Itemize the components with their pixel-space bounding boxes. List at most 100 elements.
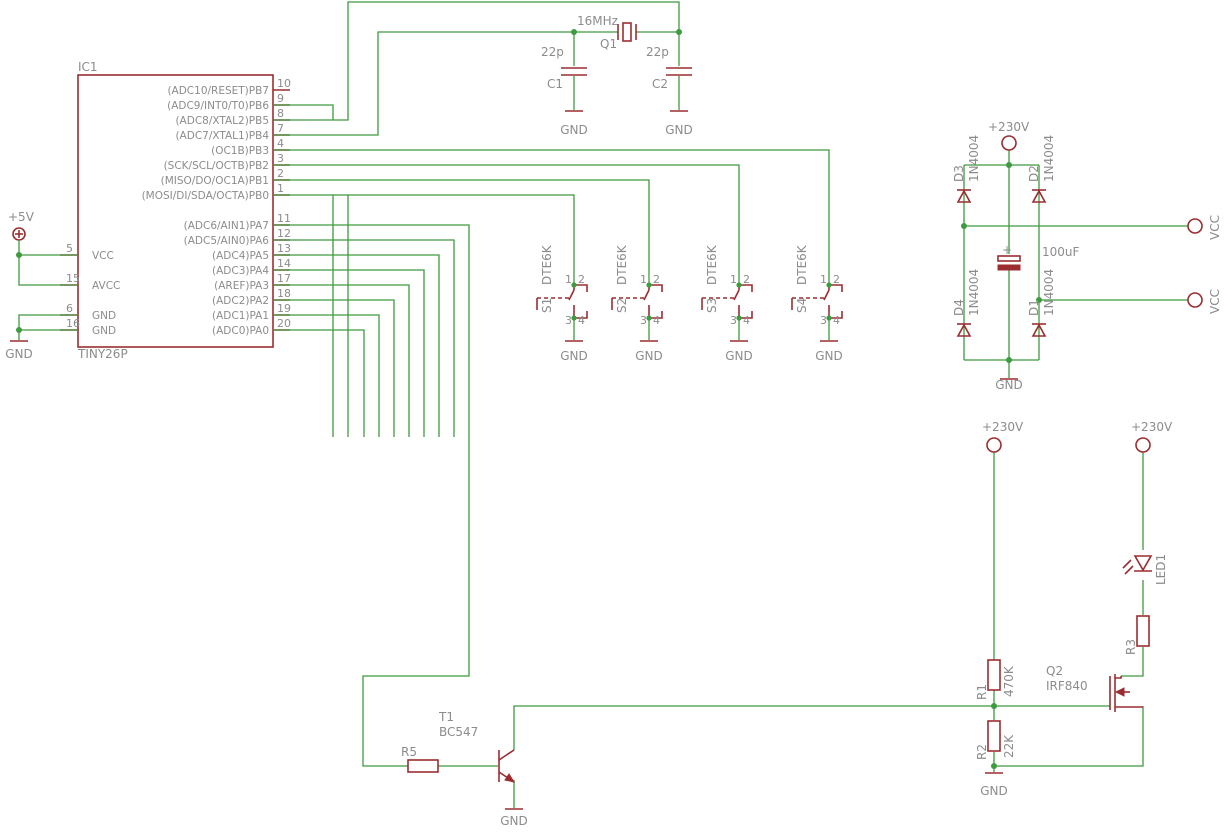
wire-xtal1 [273, 31, 618, 136]
gnd-symbol: GND [725, 340, 753, 363]
resistor-r2[interactable]: R2 22K [975, 720, 1016, 760]
wire-pb1-s2 [273, 179, 650, 285]
wire-pa0 [273, 329, 365, 437]
gnd-label: GND [980, 784, 1008, 798]
ic-pin-function: (ADC7/XTAL1)PB4 [175, 130, 269, 142]
junction [571, 282, 577, 288]
junction [991, 763, 997, 769]
gnd-symbol: GND [665, 110, 693, 137]
resistor-r1[interactable]: R1 470K [975, 659, 1016, 700]
switch-pin-number: 2 [833, 273, 840, 286]
ic-pin-function: (ADC8/XTAL2)PB5 [175, 115, 269, 127]
gnd-label: GND [995, 378, 1023, 392]
emitter-arrow [504, 773, 516, 783]
switch-pin-number: 2 [653, 273, 660, 286]
switch-pin-1-2 [739, 284, 753, 292]
gnd-symbol: GND [815, 340, 843, 363]
r1-value: 470K [1002, 665, 1016, 697]
ic-pin-function: (ADC0)PA0 [212, 325, 269, 337]
ic-pin-number: 20 [277, 317, 291, 330]
supply-symbol [986, 437, 1002, 453]
switch-pin-3-4 [649, 311, 663, 319]
diode-name: D3 [952, 165, 966, 182]
r2-value: 22K [1002, 734, 1016, 758]
ic-tiny26[interactable]: IC1 TINY26P 10(ADC10/RESET)PB79(ADC9/INT… [60, 60, 291, 361]
gnd-label: GND [725, 349, 753, 363]
diode-name: D2 [1027, 165, 1041, 182]
resistor-r5[interactable]: R5 [401, 745, 439, 773]
ic-pin-number: 8 [277, 107, 284, 120]
ic-pin-number: 3 [277, 152, 284, 165]
supply-symbol [1001, 135, 1017, 151]
switch-wiring [273, 149, 830, 285]
diode-value: 1N4004 [967, 269, 981, 316]
gnd-label: GND [5, 347, 33, 361]
mosfet-q2[interactable]: Q2 IRF840 [1046, 664, 1143, 712]
ic-pin-function: (MOSI/DI/SDA/OCTA)PB0 [142, 190, 269, 202]
vcc-connectors: VCC VCC [1187, 215, 1222, 314]
diode-value: 1N4004 [1042, 135, 1056, 182]
switch-pin-number: 1 [730, 273, 737, 286]
crystal-body [622, 22, 632, 42]
junction [16, 327, 22, 333]
supply-230v-label: +230V [988, 120, 1030, 134]
switch-pin-1-2 [829, 284, 843, 292]
ic-pin-number: 19 [277, 302, 291, 315]
output-wiring [438, 452, 1144, 808]
ic-pin-number: 11 [277, 212, 291, 225]
supply-230v-r1: +230V [982, 420, 1024, 453]
switch-name: S3 [705, 298, 719, 313]
switch-pin-number: 4 [653, 314, 660, 327]
capacitor-c2[interactable]: 22p C2 [646, 45, 692, 91]
ic-pin-function: (ADC4)PA5 [212, 250, 269, 262]
gnd-symbol: GND [635, 340, 663, 363]
resistor-r3[interactable]: R3 [1124, 615, 1150, 655]
crystal-q1[interactable]: 16MHz Q1 [577, 14, 637, 51]
led-triangle [1133, 555, 1153, 572]
diode-value: 1N4004 [967, 135, 981, 182]
c2-value: 22p [646, 45, 669, 59]
t1-value: BC547 [439, 725, 478, 739]
q2-name: Q2 [1046, 664, 1063, 678]
gnd-symbol: GND [5, 340, 33, 361]
ic-pin-number: 10 [277, 77, 291, 90]
cap-100uf-value: 100uF [1042, 245, 1080, 259]
capacitor-100uf[interactable]: + 100uF [997, 243, 1080, 271]
junction [1006, 162, 1012, 168]
gnd-symbol: GND [560, 340, 588, 363]
cap-plate-neg [997, 264, 1021, 271]
junction [736, 282, 742, 288]
capacitor-c1[interactable]: 22p C1 [541, 45, 587, 91]
junction [961, 223, 967, 229]
ic-pin-function: GND [92, 310, 116, 322]
resistor-body [987, 720, 1001, 752]
supply-symbol [1135, 437, 1151, 453]
diode-triangle [956, 189, 972, 203]
diode-triangle [1031, 323, 1047, 337]
diode-name: D1 [1027, 299, 1041, 316]
c1-name: C1 [547, 77, 563, 91]
ic-pin-function: (ADC2)PA2 [212, 295, 269, 307]
ic-pin-number: 16 [66, 317, 80, 330]
switch-pin-number: 1 [640, 273, 647, 286]
junction [16, 252, 22, 258]
switch-value: DTE6K [705, 244, 719, 285]
switch-contact [568, 289, 575, 301]
switch-contact [643, 289, 650, 301]
diode-value: 1N4004 [1042, 269, 1056, 316]
gnd-label: GND [665, 123, 693, 137]
led-led1[interactable]: LED1 [1122, 554, 1168, 585]
transistor-t1[interactable]: T1 BC547 [438, 710, 516, 783]
ic-pin-number: 14 [277, 257, 291, 270]
cap-polarity: + [1002, 243, 1012, 257]
